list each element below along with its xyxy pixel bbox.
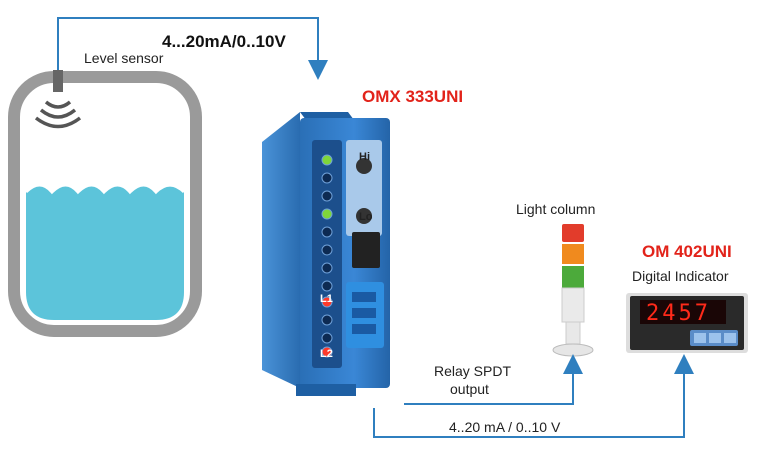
- terminal-label-l2: L2: [320, 348, 333, 360]
- terminal-screw: [321, 314, 333, 326]
- terminal-label-lo: Lo: [359, 211, 373, 223]
- terminal-screw: [321, 280, 333, 292]
- terminal-screw: [321, 262, 333, 274]
- module-name: OMX 333UNI: [362, 87, 464, 106]
- relay-label-line1: Relay SPDT: [434, 363, 512, 379]
- terminal-screw: [321, 244, 333, 256]
- adjust-knob: [356, 208, 372, 224]
- terminal-screw: [321, 190, 333, 202]
- indicator-subtitle: Digital Indicator: [632, 268, 729, 284]
- relay-label-line2: output: [450, 381, 489, 397]
- light-column: [552, 224, 594, 357]
- level-sensor-label: Level sensor: [84, 50, 164, 66]
- terminal-screw: [321, 226, 333, 238]
- indicator-name: OM 402UNI: [642, 242, 732, 261]
- terminal-led: [321, 154, 333, 166]
- bottom-signal-label: 4..20 mA / 0..10 V: [449, 419, 561, 435]
- bottom-signal-wire: [373, 354, 694, 438]
- terminal-led: [321, 346, 333, 358]
- terminal-label-hi: Hi: [359, 151, 370, 163]
- tank: [8, 71, 202, 337]
- adjust-knob: [356, 158, 372, 174]
- light-column-label: Light column: [516, 201, 596, 217]
- indicator-display: 2457: [646, 301, 711, 326]
- digital-indicator: [626, 293, 748, 353]
- relay-wire: [404, 354, 583, 405]
- terminal-label-l1: L1: [320, 293, 333, 305]
- liquid: [26, 185, 184, 320]
- level-sensor: [34, 70, 82, 129]
- terminal-led: [321, 208, 333, 220]
- top-signal-wire: [57, 17, 328, 80]
- terminal-screw: [321, 172, 333, 184]
- terminal-screw: [321, 332, 333, 344]
- module-terminals: [321, 154, 372, 358]
- top-signal-label: 4...20mA/0..10V: [162, 32, 286, 51]
- terminal-led: [321, 296, 333, 308]
